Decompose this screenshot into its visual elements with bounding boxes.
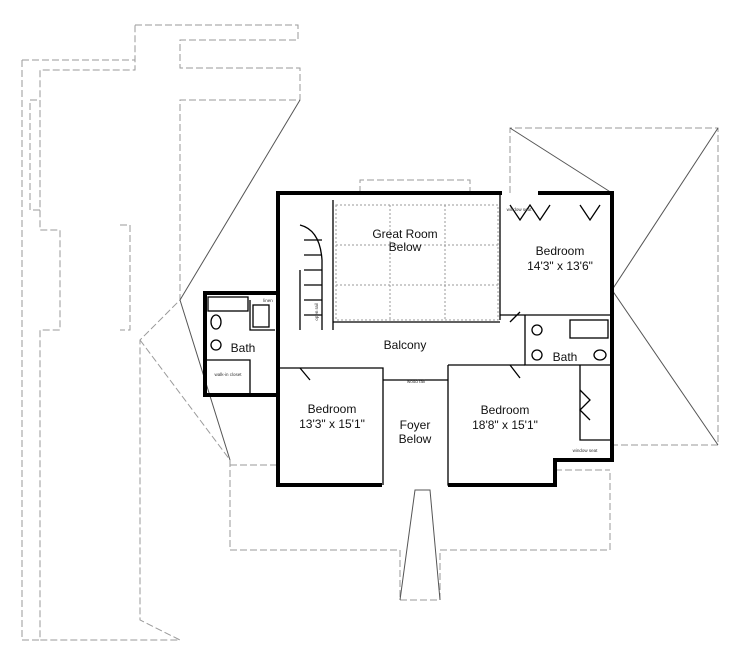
bath-fixtures — [207, 296, 609, 361]
linen-note: linen — [263, 298, 273, 303]
toilet-icon — [210, 314, 222, 330]
open-rail-note: open rail — [314, 303, 319, 320]
window-seat-se-note: window seat — [573, 448, 599, 453]
bedroom-sw-size: 13'3" x 15'1" — [299, 417, 365, 431]
sink-icon — [531, 324, 543, 336]
walls — [203, 191, 614, 487]
window-seat-ne-note: window seat — [507, 207, 533, 212]
bath-w-label: Bath — [231, 341, 256, 355]
great-room-sublabel: Below — [389, 240, 422, 254]
foyer-label: Foyer — [400, 418, 431, 432]
sink-icon — [531, 349, 543, 361]
wood-rail-note: wood rail — [407, 379, 425, 384]
great-room-label: Great Room — [372, 227, 437, 241]
bedroom-ne-label: Bedroom — [536, 244, 585, 258]
walk-in-closet-note: walk-in closet — [214, 372, 242, 377]
great-room-open-to-below — [335, 204, 499, 321]
bedroom-se-label: Bedroom — [481, 403, 530, 417]
bedroom-se-size: 18'8" x 15'1" — [472, 418, 538, 432]
balcony-label: Balcony — [384, 338, 427, 352]
toilet-icon — [593, 349, 607, 361]
roof-outline — [21, 24, 719, 641]
bedroom-sw-label: Bedroom — [308, 402, 357, 416]
sink-icon — [210, 339, 222, 351]
foyer-sublabel: Below — [399, 432, 432, 446]
bedroom-ne-size: 14'3" x 13'6" — [527, 259, 593, 273]
bath-e-label: Bath — [553, 350, 578, 364]
staircase[interactable] — [299, 200, 334, 330]
